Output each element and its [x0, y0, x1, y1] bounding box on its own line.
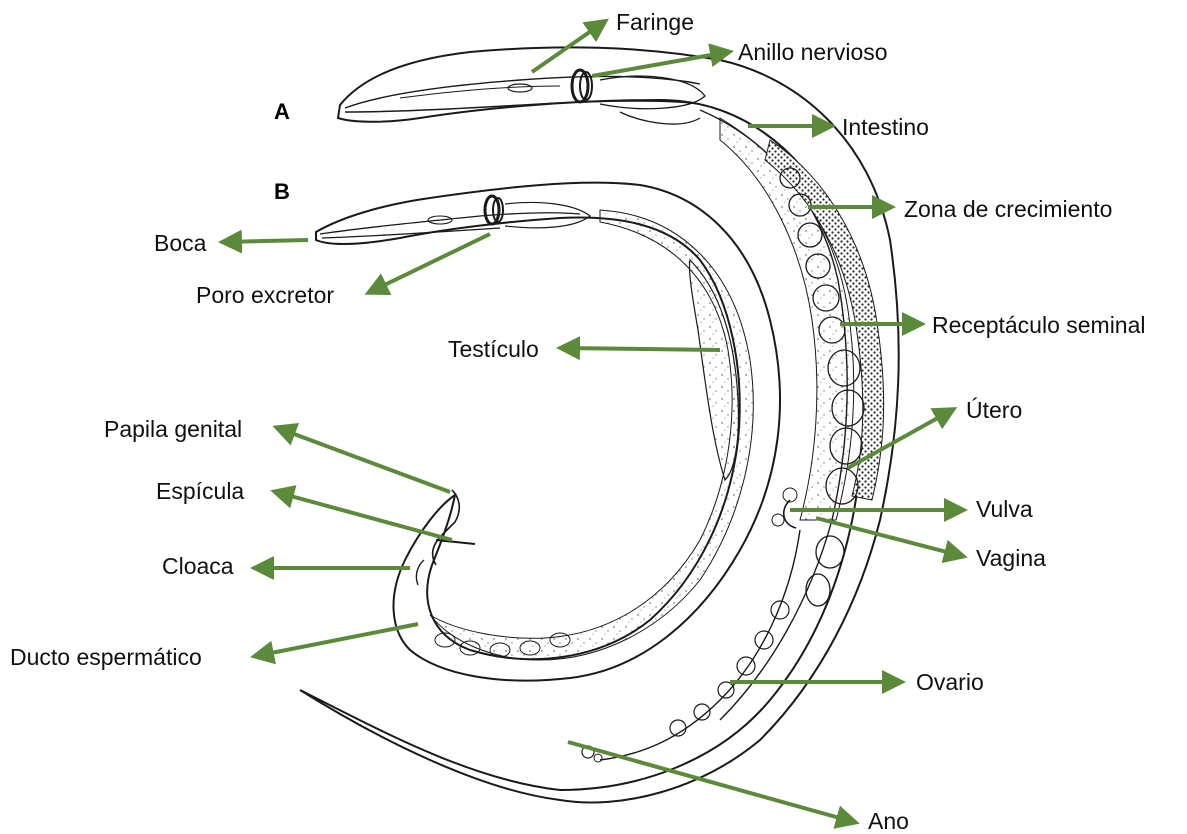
label-faringe: Faringe	[616, 11, 694, 34]
label-testiculo: Testículo	[448, 338, 539, 361]
label-poro-excretor: Poro excretor	[196, 284, 334, 307]
label-receptaculo-seminal: Receptáculo seminal	[932, 314, 1146, 337]
label-boca: Boca	[154, 232, 206, 255]
male-worm	[316, 183, 780, 681]
label-anillo-nervioso: Anillo nervioso	[738, 41, 888, 64]
arrow-poro-excretor	[370, 234, 490, 292]
tag-male-worm: B	[274, 181, 290, 203]
arrow-espicula	[276, 492, 452, 540]
tag-female-worm: A	[274, 101, 290, 123]
arrow-anillo-nervioso	[592, 52, 728, 76]
label-espicula: Espícula	[156, 480, 244, 503]
label-ovario: Ovario	[916, 671, 984, 694]
label-ducto-espermatico: Ducto espermático	[10, 646, 202, 669]
label-papila-genital: Papila genital	[104, 418, 242, 441]
female-worm	[300, 47, 899, 802]
label-vulva: Vulva	[976, 498, 1033, 521]
label-utero: Útero	[966, 399, 1022, 422]
arrow-boca	[224, 240, 308, 242]
label-zona-crecimiento: Zona de crecimiento	[904, 198, 1112, 221]
arrow-testiculo	[562, 348, 720, 350]
label-ano: Ano	[868, 810, 909, 833]
arrow-ducto-espermatico	[256, 624, 418, 656]
arrow-ano	[568, 742, 854, 822]
label-intestino: Intestino	[842, 116, 929, 139]
arrow-papila-genital	[278, 428, 450, 492]
label-cloaca: Cloaca	[162, 555, 234, 578]
female-body-outline	[300, 47, 899, 802]
label-vagina: Vagina	[976, 547, 1046, 570]
male-body-outline	[316, 183, 780, 681]
arrow-vagina	[816, 518, 962, 556]
